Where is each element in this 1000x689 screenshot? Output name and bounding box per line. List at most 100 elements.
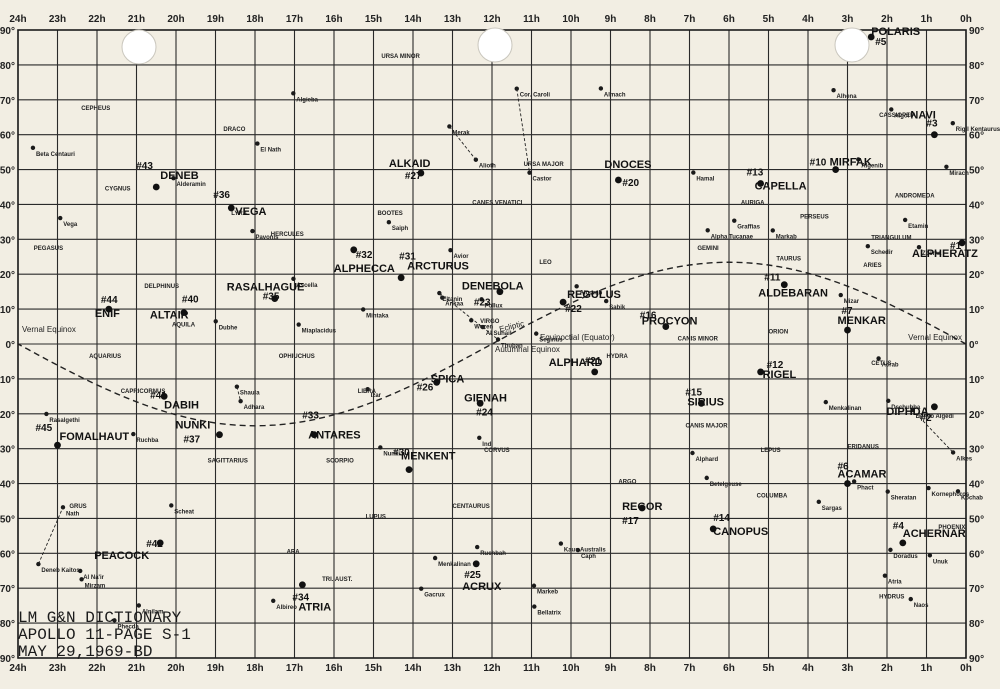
- nav-star-marker: [152, 183, 160, 191]
- constellation-name: CANES VENATICI: [472, 200, 523, 206]
- constellation-line: [516, 88, 530, 173]
- nav-star-number: #43: [136, 161, 153, 172]
- minor-star-name: Betelgeuse: [710, 482, 743, 488]
- nav-star-marker: [662, 323, 670, 330]
- nav-star-name: CANOPUS: [713, 526, 768, 538]
- constellation-name: AURIGA: [741, 200, 765, 206]
- minor-star-name: Saiph: [392, 226, 409, 232]
- constellation-name: ARGO: [618, 480, 636, 486]
- dec-label-left: 50°: [0, 166, 15, 177]
- dec-label-right: 30°: [969, 445, 984, 456]
- ra-label-top: 16h: [325, 14, 342, 25]
- constellation-name: LYRA: [231, 211, 247, 217]
- minor-star-name: Phecda: [117, 624, 139, 630]
- ra-label-bottom: 14h: [404, 663, 421, 674]
- minor-star-name: Mirzam: [85, 583, 106, 589]
- nav-star-marker: [405, 466, 413, 473]
- minor-star-name: Adhara: [244, 405, 265, 411]
- minor-star-marker: [598, 86, 604, 91]
- constellation-name: PERSEUS: [800, 214, 829, 220]
- nav-star-name: PEACOCK: [94, 550, 149, 562]
- minor-star-name: Vega: [63, 222, 78, 228]
- nav-star-name: ALPHECCA: [334, 263, 395, 275]
- minor-star-marker: [823, 399, 829, 405]
- nav-star-name: DNOCES: [604, 159, 651, 171]
- minor-star-name: Alnilam: [142, 609, 164, 615]
- minor-star-name: Zosma: [922, 251, 942, 257]
- nav-star-name: DABIH: [164, 399, 199, 411]
- ra-label-bottom: 15h: [365, 663, 382, 674]
- minor-star-marker: [112, 618, 117, 623]
- minor-star-marker: [534, 331, 539, 336]
- nav-star-name: ACAMAR: [838, 469, 887, 481]
- nav-star-marker: [160, 392, 168, 400]
- ra-label-top: 15h: [365, 14, 382, 25]
- dec-label-left: 0°: [5, 340, 15, 351]
- nav-star-name: ENIF: [95, 308, 120, 320]
- nav-star-name: VEGA: [235, 206, 266, 218]
- stamp-line-3: MAY 29,1969-BD: [18, 643, 153, 661]
- nav-star-number: #10: [810, 158, 827, 169]
- nav-star-number: #20: [622, 178, 639, 189]
- nav-star-name: SPICA: [431, 373, 465, 385]
- minor-star-marker: [419, 586, 424, 591]
- minor-star-marker: [78, 568, 83, 574]
- constellation-name: AQUARIUS: [89, 354, 121, 360]
- nav-star-marker: [958, 239, 966, 247]
- nav-star-number: #2: [920, 413, 932, 424]
- ra-label-top: 6h: [723, 14, 735, 25]
- minor-star-name: Ascella: [296, 283, 318, 289]
- ra-label-bottom: 5h: [763, 663, 775, 674]
- minor-star-name: Rigil Kentaurus: [956, 127, 1000, 133]
- minor-star-marker: [691, 170, 696, 175]
- dec-label-left: 20°: [0, 270, 15, 281]
- minor-star-marker: [291, 276, 296, 282]
- ra-label-top: 23h: [49, 14, 66, 25]
- minor-star-name: Alioth: [479, 164, 496, 170]
- nav-star-marker: [310, 431, 318, 439]
- constellation-name: LEPUS: [761, 448, 781, 454]
- dec-label-left: 90°: [0, 26, 15, 37]
- nav-star-number: #34: [292, 593, 309, 604]
- nav-star-number: #26: [417, 382, 434, 393]
- minor-star-name: Mirach: [949, 171, 969, 177]
- minor-star-marker: [705, 228, 710, 233]
- minor-star-marker: [889, 107, 894, 112]
- dec-label-right: 10°: [969, 305, 984, 316]
- minor-star-name: Algieba: [296, 97, 318, 103]
- minor-star-name: Miaplacidus: [302, 329, 337, 335]
- dec-label-left: 40°: [0, 200, 15, 211]
- minor-star-name: El Nath: [260, 148, 281, 154]
- minor-star-marker: [386, 220, 392, 225]
- nav-star-marker: [54, 441, 61, 449]
- minor-star-name: Indi: [482, 442, 493, 448]
- minor-star-name: Sheratan: [891, 496, 917, 502]
- ra-label-bottom: 1h: [921, 663, 933, 674]
- minor-star-name: Etamin: [908, 224, 928, 230]
- ra-label-bottom: 10h: [562, 663, 579, 674]
- minor-star-marker: [477, 435, 482, 440]
- minor-star-name: Alkes: [956, 456, 973, 462]
- nav-star-marker: [832, 166, 840, 173]
- minor-star-marker: [495, 337, 501, 342]
- dec-label-left: 30°: [0, 445, 15, 456]
- dec-label-right: 30°: [969, 235, 984, 246]
- autumnal-equinox-label: Autumnal Equinox: [495, 345, 560, 354]
- nav-star-number: #36: [213, 190, 230, 201]
- nav-star-marker: [844, 480, 851, 487]
- ra-label-top: 10h: [562, 14, 579, 25]
- ra-label-bottom: 3h: [842, 663, 854, 674]
- nav-star-marker: [615, 176, 622, 184]
- minor-star-marker: [136, 603, 142, 608]
- minor-star-marker: [169, 503, 174, 508]
- nav-star-marker: [227, 204, 235, 212]
- nav-star-name: ALPHERATZ: [912, 248, 978, 260]
- constellation-name: URSA MAJOR: [524, 162, 565, 168]
- nav-star-marker: [397, 274, 405, 282]
- dec-label-left: 30°: [0, 235, 15, 246]
- ra-label-bottom: 6h: [723, 663, 735, 674]
- constellation-name: TAURUS: [776, 256, 801, 262]
- minor-star-name: Algol: [894, 113, 909, 119]
